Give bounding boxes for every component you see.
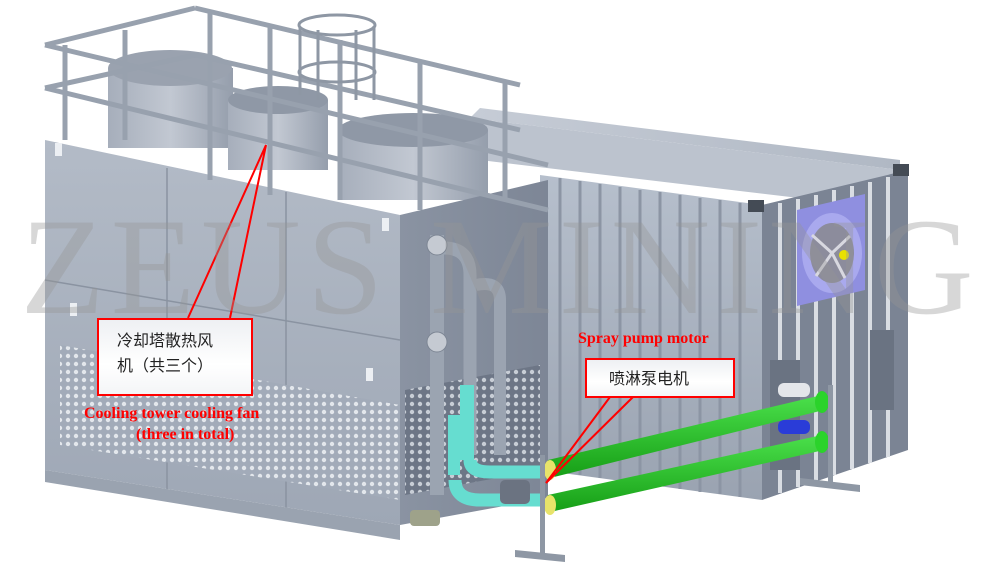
ladder-cage (297, 13, 377, 100)
container-exhaust-fan-icon (797, 194, 865, 306)
spray-pump-english-label: Spray pump motor (578, 330, 709, 347)
callout-pointer-pump (545, 396, 634, 484)
cooling-fan-chinese-line2: 机（共三个） (117, 356, 214, 375)
spray-pump-callout: 喷淋泵电机 (585, 358, 735, 398)
tower-piping (410, 234, 545, 526)
top-railing (44, 5, 549, 213)
green-pipelines (515, 383, 860, 562)
cooling-fan-english-label: Cooling tower cooling fan (84, 405, 260, 422)
callout-pointer-fan (187, 144, 267, 319)
pump-motor-icon (500, 480, 530, 504)
cooling-fan-callout: 冷却塔散热风 机（共三个） (97, 318, 253, 396)
spray-pump-chinese-label: 喷淋泵电机 (609, 369, 690, 388)
cooling-fan-english-sublabel: (three in total) (136, 426, 235, 443)
cooling-fan-chinese-line1: 冷却塔散热风 (117, 331, 214, 350)
shipping-container (470, 108, 909, 500)
